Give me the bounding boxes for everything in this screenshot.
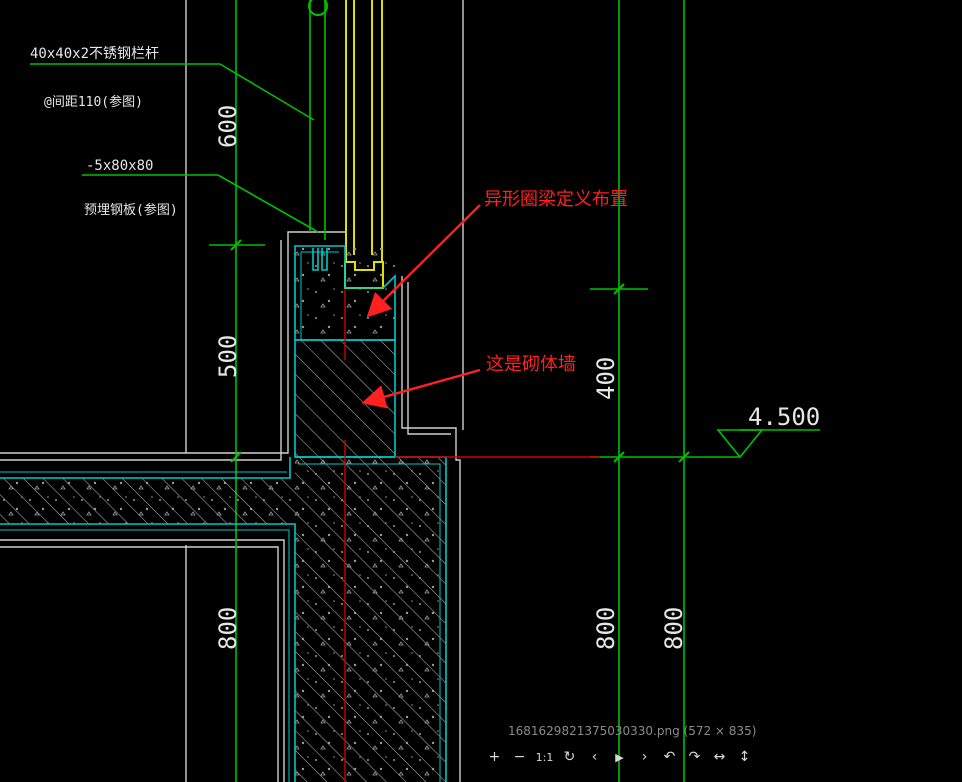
dim-500: 500 — [214, 335, 242, 378]
previous-icon[interactable]: ‹ — [591, 749, 598, 765]
dim-800-left: 800 — [214, 607, 242, 650]
dim-600: 600 — [214, 105, 242, 148]
label-plate-spec: -5x80x80 — [86, 158, 153, 174]
dim-400: 400 — [592, 357, 620, 400]
red-centerlines — [344, 290, 600, 782]
embedded-plate — [312, 248, 328, 271]
next-icon[interactable]: › — [641, 749, 648, 765]
dim-800-mid: 800 — [592, 607, 620, 650]
play-icon[interactable]: ▶ — [615, 750, 624, 764]
viewer-toolbar: + − 1:1 ↻ ‹ ▶ › ↶ ↷ ↔ ↕ — [482, 746, 757, 768]
dimension-ticks — [230, 239, 690, 463]
rotate-icon[interactable]: ↻ — [563, 749, 576, 765]
label-rail-spacing: @间距110(参图) — [44, 94, 143, 110]
redo-icon[interactable]: ↷ — [688, 749, 701, 765]
note-ring-beam: 异形圈梁定义布置 — [484, 189, 628, 210]
undo-icon[interactable]: ↶ — [663, 749, 676, 765]
zoom-in-button[interactable]: + — [488, 749, 501, 765]
arrow-beam — [366, 204, 481, 318]
fit-width-icon[interactable]: ↔ — [713, 749, 726, 765]
dim-800-right: 800 — [660, 607, 688, 650]
arrow-wall — [361, 368, 481, 409]
label-plate-note: 预埋钢板(参图) — [84, 202, 178, 218]
zoom-out-button[interactable]: − — [513, 749, 526, 765]
elevation-label: 4.500 — [748, 403, 820, 431]
image-filename-caption: 1681629821375030330.png (572 × 835) — [508, 724, 757, 738]
annotation-arrows — [361, 204, 481, 409]
note-masonry-wall: 这是砌体墙 — [486, 354, 576, 375]
actual-size-button[interactable]: 1:1 — [535, 750, 554, 764]
outline-lines — [0, 0, 464, 782]
yellow-frame — [344, 0, 384, 289]
fit-height-icon[interactable]: ↕ — [738, 749, 751, 765]
rail-post-circle — [308, 0, 328, 16]
label-rail-spec: 40x40x2不锈钢栏杆 — [30, 46, 159, 62]
